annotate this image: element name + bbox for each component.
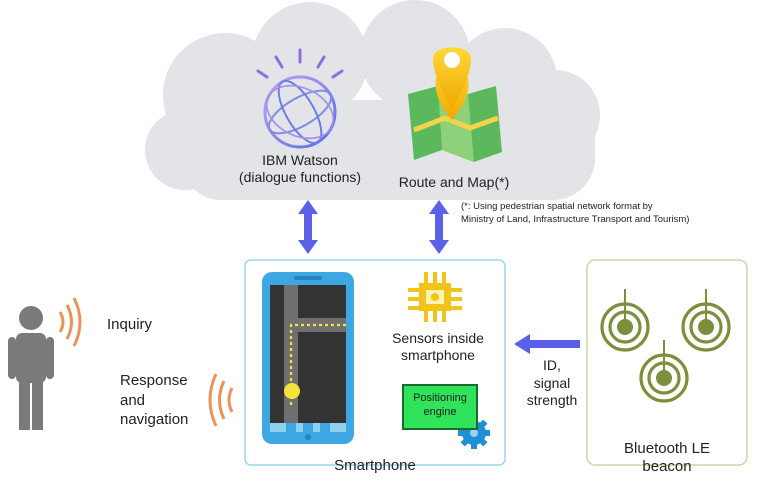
footnote-line1: (*: Using pedestrian spatial network for… [461, 201, 653, 212]
route-label-text: Route and Map(*) [398, 174, 510, 190]
chip-icon [408, 272, 462, 322]
person-icon [8, 306, 54, 430]
signal-label-line3: strength [526, 392, 578, 408]
beacon-label: Bluetooth LE beacon [600, 440, 734, 476]
signal-label-line2: signal [533, 374, 571, 391]
map-pin-icon [408, 47, 502, 162]
engine-label-line2: engine [423, 405, 457, 418]
response-label: Response and navigation [120, 371, 188, 430]
signal-label: ID, signal strength [516, 357, 588, 410]
footnote-line2: Ministry of Land, Infrastructure Transpo… [461, 213, 690, 225]
beacon-link-arrow [514, 334, 580, 354]
phone-icon [262, 272, 354, 444]
smartphone-label: Smartphone [334, 457, 416, 474]
sensors-label: Sensors inside smartphone [378, 330, 498, 364]
beacon-label-line2: beacon [642, 458, 692, 475]
watson-label-line2: (dialogue functions) [238, 168, 362, 185]
watson-label-line1: IBM Watson [262, 152, 338, 168]
response-label-line2: and [120, 391, 146, 409]
engine-label-line1: Positioning [413, 392, 467, 404]
beacon-label-line1: Bluetooth LE [624, 440, 710, 457]
watson-icon [256, 48, 344, 149]
sensors-label-line2: smartphone [401, 346, 475, 363]
route-link-arrow [429, 200, 449, 254]
positioning-engine-box: Positioning engine [402, 384, 478, 430]
cloud-link-arrows [298, 200, 449, 254]
beacon-box [586, 259, 748, 466]
beacon-icon [600, 289, 731, 403]
footnote: (*: Using pedestrian spatial network for… [461, 201, 756, 227]
watson-label: IBM Watson (dialogue functions) [225, 152, 375, 186]
sensors-label-line1: Sensors inside [392, 330, 484, 346]
smartphone-box [244, 259, 506, 466]
response-wave-icon [208, 373, 234, 427]
response-label-line3: navigation [120, 411, 189, 428]
watson-link-arrow [298, 200, 318, 254]
route-label: Route and Map(*) [384, 174, 524, 191]
signal-label-line1: ID, [543, 357, 561, 373]
inquiry-wave-icon [58, 297, 82, 347]
response-label-line1: Response [120, 372, 188, 389]
inquiry-label: Inquiry [107, 316, 153, 333]
